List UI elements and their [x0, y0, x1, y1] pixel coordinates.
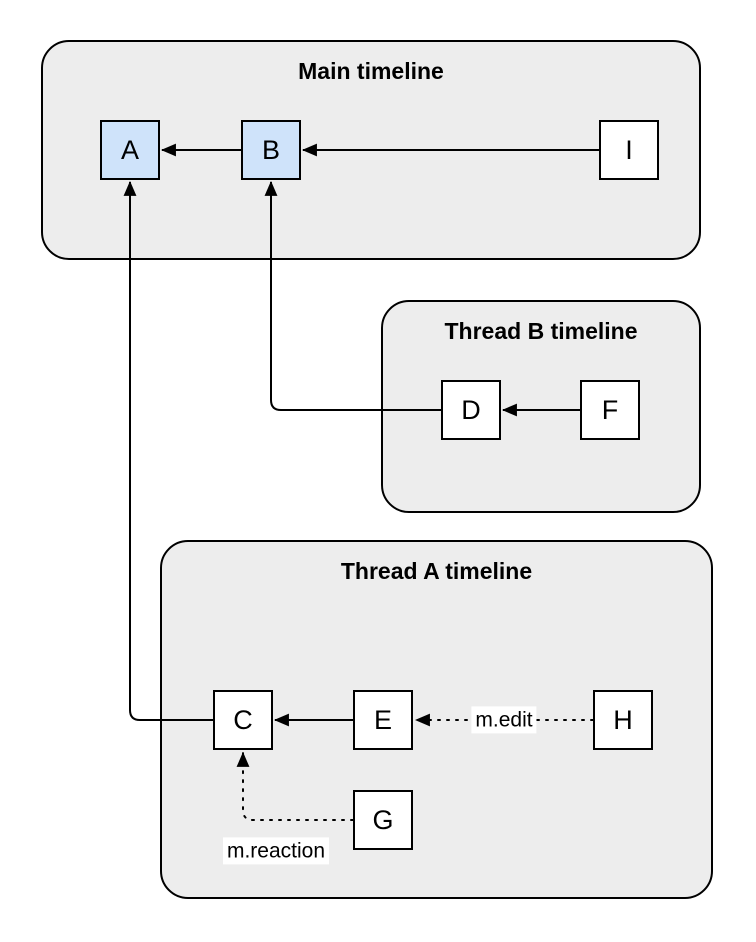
node-event-f-label: F [601, 394, 619, 425]
node-event-i-label: I [625, 134, 633, 165]
container-thread-b-timeline: Thread B timeline [381, 300, 701, 513]
node-event-h: H [593, 690, 653, 750]
node-event-i: I [599, 120, 659, 180]
thread-a-timeline-title: Thread A timeline [340, 558, 533, 584]
node-event-e-label: E [373, 704, 392, 735]
node-event-g: G [353, 790, 413, 850]
node-event-a-label: A [120, 134, 139, 165]
node-event-a: A [100, 120, 160, 180]
node-event-d: D [441, 380, 501, 440]
node-event-h-label: H [613, 704, 633, 735]
node-event-g-label: G [372, 804, 394, 835]
node-event-c-label: C [233, 704, 253, 735]
node-event-d-label: D [461, 394, 481, 425]
node-event-b: B [241, 120, 301, 180]
thread-b-timeline-title: Thread B timeline [444, 318, 638, 344]
node-event-b-label: B [261, 134, 280, 165]
main-timeline-title: Main timeline [298, 58, 444, 84]
edge-label-m-edit: m.edit [471, 706, 537, 734]
edge-label-m-reaction: m.reaction [222, 837, 330, 865]
node-event-e: E [353, 690, 413, 750]
node-event-f: F [580, 380, 640, 440]
node-event-c: C [213, 690, 273, 750]
